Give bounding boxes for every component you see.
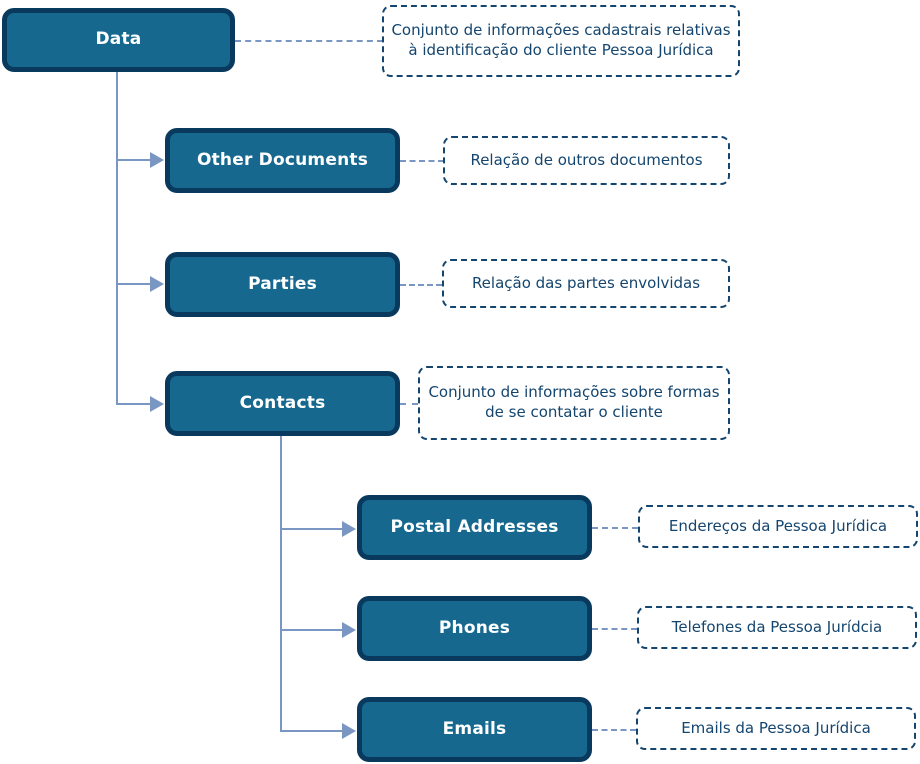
note-data: Conjunto de informações cadastrais relat… [382,5,740,77]
note-contacts-label: Conjunto de informações sobre formas de … [428,383,720,421]
node-parties[interactable]: Parties [165,252,400,317]
node-phones[interactable]: Phones [357,596,592,661]
connector-trunk-data [116,72,118,404]
node-parties-label: Parties [248,273,317,294]
connector-branch-other-documents [116,159,152,161]
note-postal-addresses: Endereços da Pessoa Jurídica [638,505,918,548]
leader-data-note [235,40,383,42]
node-contacts-label: Contacts [239,392,326,413]
arrowhead-other-documents [150,152,164,168]
arrowhead-postal-addresses [342,521,356,537]
node-emails[interactable]: Emails [357,697,592,762]
note-parties: Relação das partes envolvidas [442,259,730,308]
arrowhead-contacts [150,396,164,412]
arrowhead-phones [342,622,356,638]
note-postal-addresses-label: Endereços da Pessoa Jurídica [668,516,888,535]
node-data[interactable]: Data [2,8,235,72]
note-parties-label: Relação das partes envolvidas [471,273,701,292]
leader-phones-note [592,628,637,630]
connector-branch-postal-addresses [280,528,344,530]
connector-branch-parties [116,283,152,285]
node-phones-label: Phones [438,617,511,638]
connector-branch-contacts [116,403,152,405]
node-data-label: Data [95,29,142,50]
node-emails-label: Emails [442,718,507,739]
leader-other-documents-note [400,160,444,162]
connector-branch-phones [280,629,344,631]
leader-emails-note [592,729,636,731]
connector-branch-emails [280,730,344,732]
node-postal-addresses[interactable]: Postal Addresses [357,495,592,560]
leader-postal-addresses-note [592,527,638,529]
node-other-documents[interactable]: Other Documents [165,128,400,193]
note-other-documents: Relação de outros documentos [443,136,730,185]
note-phones: Telefones da Pessoa Jurídcia [637,606,917,649]
note-contacts: Conjunto de informações sobre formas de … [418,366,730,440]
leader-contacts-note [400,403,418,405]
note-other-documents-label: Relação de outros documentos [470,150,703,169]
arrowhead-emails [342,723,356,739]
connector-trunk-contacts [280,436,282,731]
note-data-label: Conjunto de informações cadastrais relat… [391,21,731,59]
arrowhead-parties [150,276,164,292]
note-emails: Emails da Pessoa Jurídica [636,707,916,750]
node-contacts[interactable]: Contacts [165,371,400,436]
leader-parties-note [400,284,442,286]
note-emails-label: Emails da Pessoa Jurídica [681,718,871,737]
node-postal-addresses-label: Postal Addresses [390,516,559,537]
node-other-documents-label: Other Documents [196,149,369,170]
note-phones-label: Telefones da Pessoa Jurídcia [671,617,883,636]
